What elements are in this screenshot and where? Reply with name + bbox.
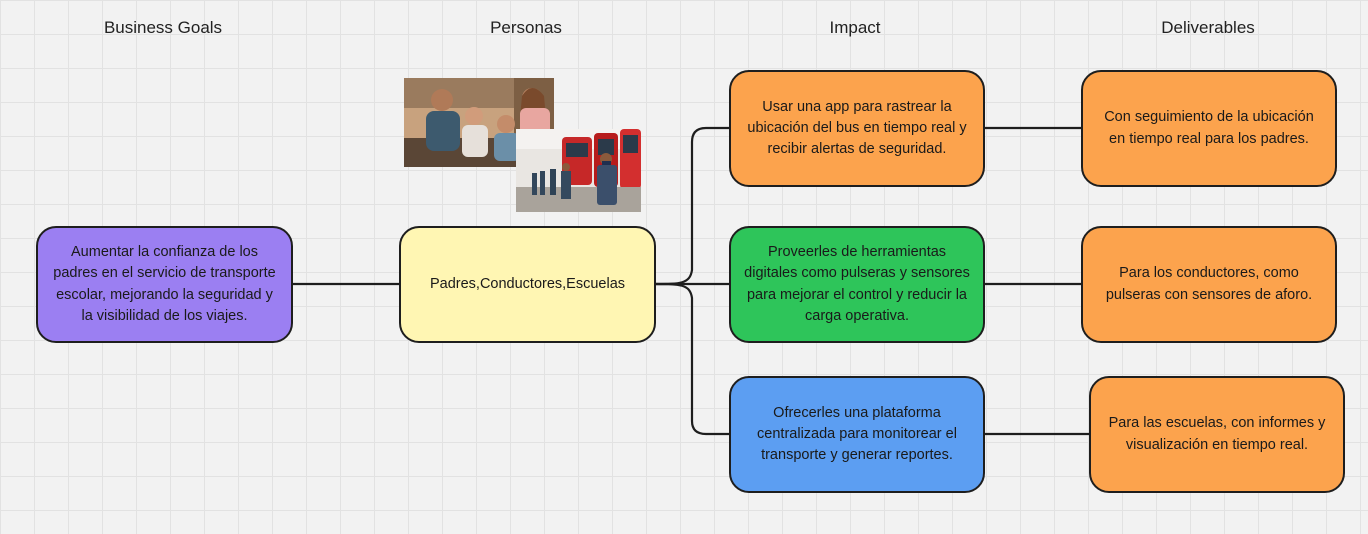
impact-card-3[interactable]: Ofrecerles una plataforma centralizada p…: [729, 376, 985, 493]
impact-card-2[interactable]: Proveerles de herramientas digitales com…: [729, 226, 985, 343]
impact-card-1[interactable]: Usar una app para rastrear la ubicación …: [729, 70, 985, 187]
connector-persona-impact-1: [653, 126, 732, 286]
deliverable-text-3: Para las escuelas, con informes y visual…: [1108, 415, 1326, 453]
deliverable-text-2: Para los conductores, como pulseras con …: [1105, 265, 1313, 303]
column-header-impact: Impact: [829, 18, 881, 37]
deliverable-card-2[interactable]: Para los conductores, como pulseras con …: [1081, 226, 1337, 343]
business-goal-text: Aumentar la confianza de los padres en e…: [53, 244, 276, 324]
deliverable-card-1[interactable]: Con seguimiento de la ubicación en tiemp…: [1081, 70, 1337, 187]
deliverable-text-1: Con seguimiento de la ubicación en tiemp…: [1104, 109, 1314, 147]
column-header-deliverables: Deliverables: [1161, 18, 1255, 37]
column-header-personas: Personas: [490, 18, 562, 37]
impact-text-3: Ofrecerles una plataforma centralizada p…: [757, 404, 957, 463]
impact-text-1: Usar una app para rastrear la ubicación …: [747, 98, 967, 157]
bus-drivers-photo: [516, 129, 641, 212]
deliverable-card-3[interactable]: Para las escuelas, con informes y visual…: [1089, 376, 1345, 493]
persona-card[interactable]: Padres,Conductores,Escuelas: [399, 226, 656, 343]
business-goal-card[interactable]: Aumentar la confianza de los padres en e…: [36, 226, 293, 343]
impact-text-2: Proveerles de herramientas digitales com…: [744, 244, 970, 324]
persona-text: Padres,Conductores,Escuelas: [429, 275, 626, 292]
connector-persona-impact-3: [653, 282, 732, 436]
column-header-business-goals: Business Goals: [103, 18, 223, 37]
